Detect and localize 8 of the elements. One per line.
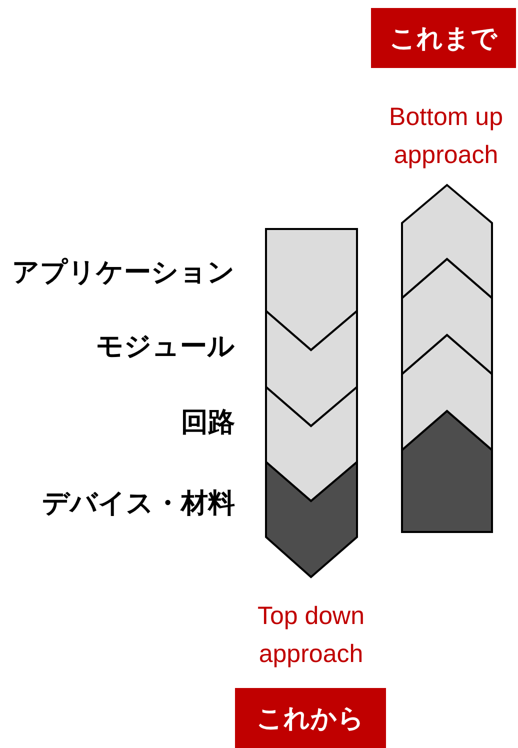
approach-label: Bottom up approach xyxy=(388,102,504,171)
layer-label: 回路 xyxy=(180,406,235,440)
heading-box: これまで xyxy=(371,8,516,68)
heading-box: これから xyxy=(235,688,386,748)
layer-label: モジュール xyxy=(95,330,235,364)
layer-label: アプリケーション xyxy=(11,256,235,290)
layer-label: デバイス・材料 xyxy=(41,487,235,521)
approach-label: Top down approach xyxy=(256,601,366,670)
